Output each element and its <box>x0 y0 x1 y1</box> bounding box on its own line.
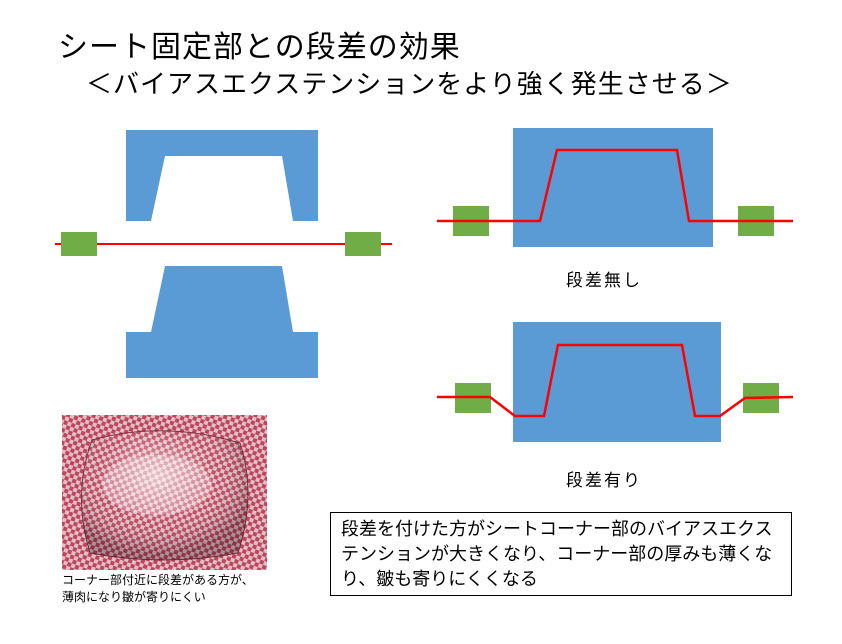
page-title: シート固定部との段差の効果 <box>58 30 461 65</box>
right-clamp <box>345 232 381 256</box>
photo-caption: コーナー部付近に段差がある方が、 薄肉になり皺が寄りにくい <box>62 572 254 606</box>
caption-with-step: 段差有り <box>566 471 642 491</box>
photo-caption-line1: コーナー部付近に段差がある方が、 <box>62 573 254 587</box>
lower-mold <box>126 266 318 378</box>
caption-no-step: 段差無し <box>566 271 642 291</box>
mold-with-step <box>513 322 721 442</box>
page-subtitle: ＜バイアスエクステンションをより強く発生させる＞ <box>86 70 733 100</box>
summary-note: 段差を付けた方がシートコーナー部のバイアスエクステンションが大きくなり、コーナー… <box>330 512 792 596</box>
formed-sheet-photo <box>62 415 267 570</box>
left-clamp <box>61 232 97 256</box>
upper-mold <box>126 130 318 221</box>
mold-no-step <box>513 128 713 247</box>
photo-caption-line2: 薄肉になり皺が寄りにくい <box>62 590 206 604</box>
sheet-with-step <box>437 343 794 418</box>
sheet-no-step <box>437 148 793 223</box>
